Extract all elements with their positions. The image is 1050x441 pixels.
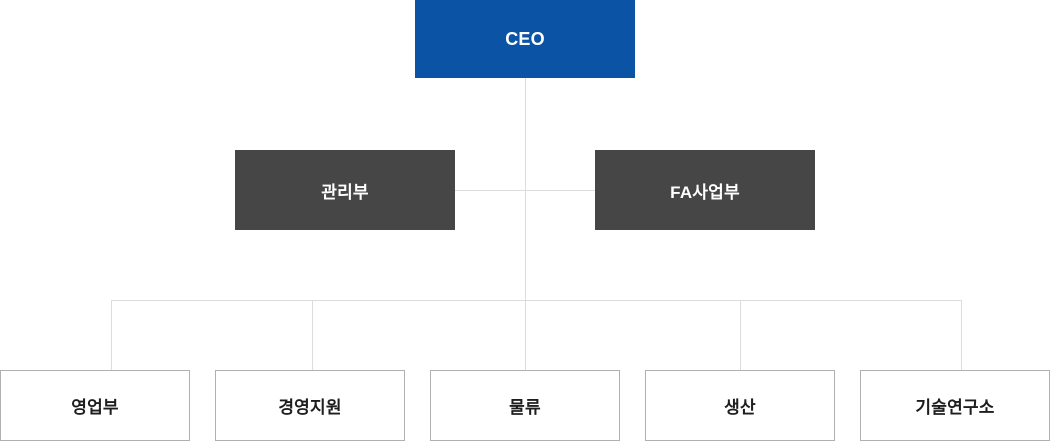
org-node-management-dept-label: 관리부 bbox=[321, 182, 369, 202]
connector-drop-mgmt-support bbox=[312, 300, 313, 370]
org-node-ceo-label: CEO bbox=[505, 28, 545, 49]
org-node-production-label: 생산 bbox=[724, 398, 756, 417]
connector-drop-tech-research bbox=[961, 300, 962, 370]
connector-level2-horizontal bbox=[455, 190, 595, 191]
org-node-sales-dept: 영업부 bbox=[0, 370, 190, 441]
org-node-production: 생산 bbox=[645, 370, 835, 441]
org-node-logistics-label: 물류 bbox=[509, 398, 541, 417]
org-node-logistics: 물류 bbox=[430, 370, 620, 441]
org-node-tech-research-institute: 기술연구소 bbox=[860, 370, 1050, 441]
org-node-ceo: CEO bbox=[415, 0, 635, 78]
connector-level3-horizontal bbox=[111, 300, 961, 301]
connector-drop-production bbox=[740, 300, 741, 370]
org-node-fa-business-dept-label: FA사업부 bbox=[670, 182, 740, 202]
org-node-fa-business-dept: FA사업부 bbox=[595, 150, 815, 230]
org-node-management-dept: 관리부 bbox=[235, 150, 455, 230]
connector-drop-sales bbox=[111, 300, 112, 370]
org-node-management-support: 경영지원 bbox=[215, 370, 405, 441]
connector-ceo-vertical bbox=[525, 78, 526, 370]
org-node-tech-research-institute-label: 기술연구소 bbox=[915, 398, 995, 417]
org-node-management-support-label: 경영지원 bbox=[278, 398, 342, 417]
org-node-sales-dept-label: 영업부 bbox=[71, 398, 119, 417]
